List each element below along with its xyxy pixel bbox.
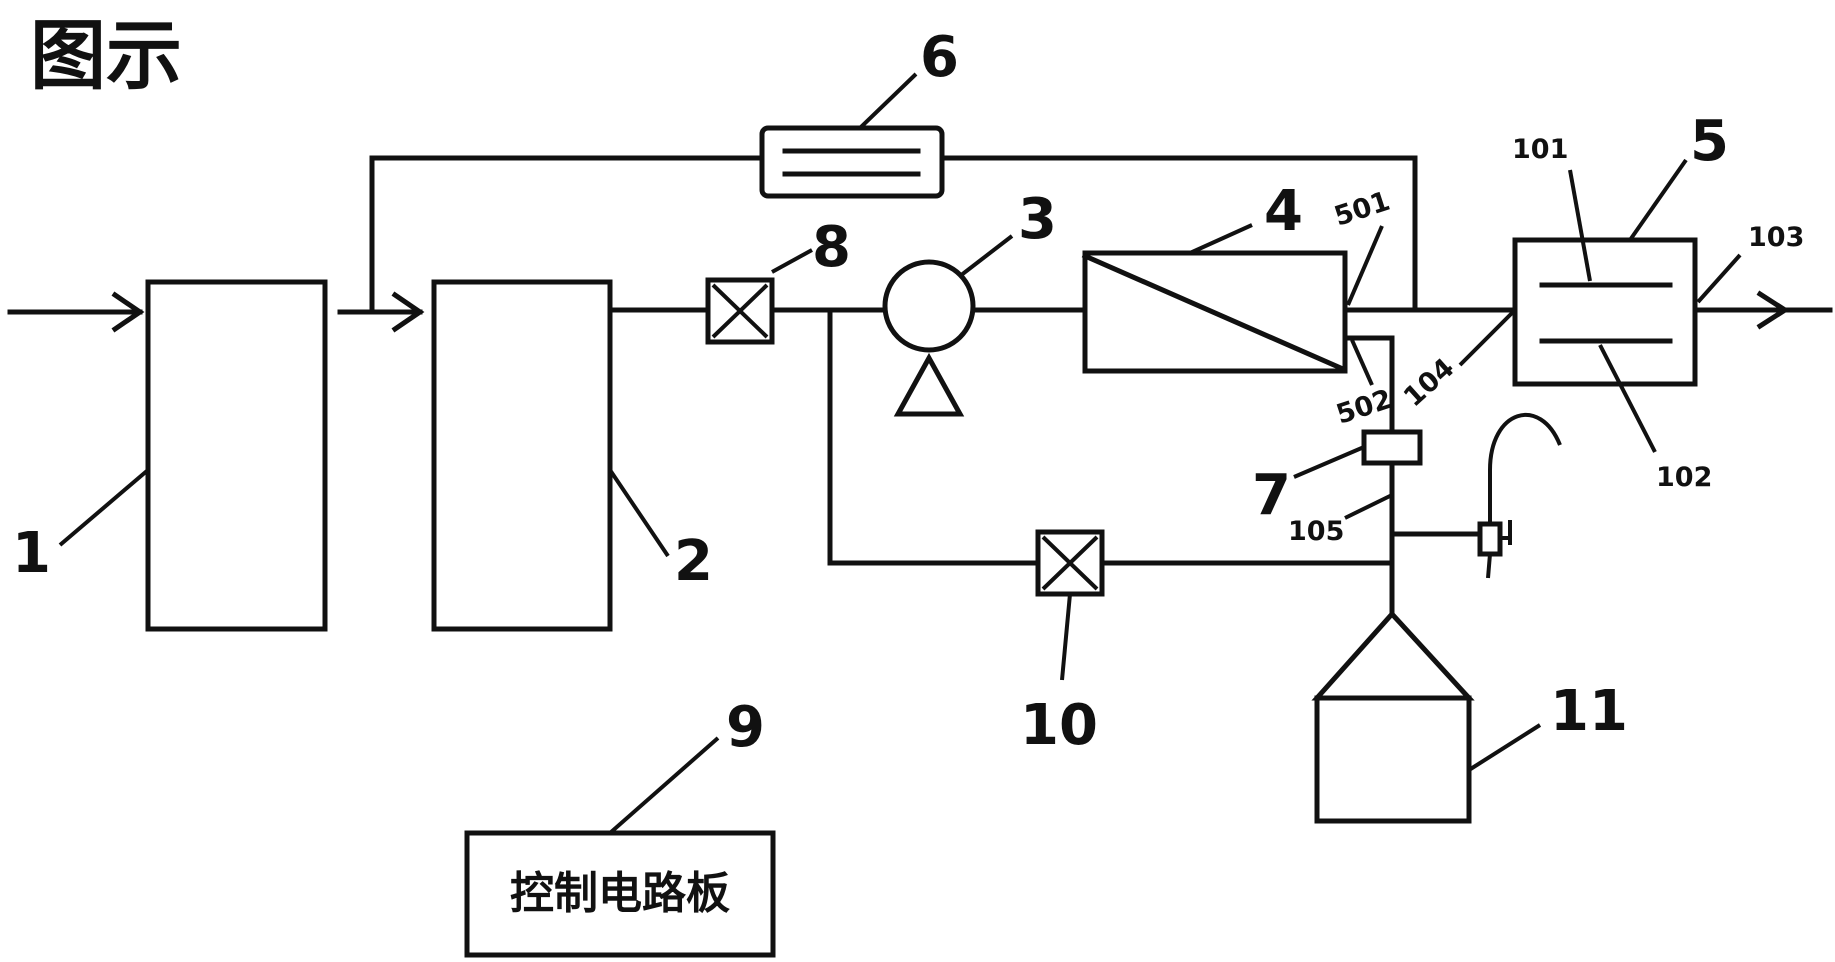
pump-3 <box>882 259 976 353</box>
faucet-outlet <box>1486 553 1492 579</box>
component-7 <box>1361 429 1423 466</box>
label-501: 501 <box>1331 186 1394 233</box>
label-103: 103 <box>1748 222 1804 253</box>
outlet-arrowhead <box>1756 290 1790 330</box>
label-5: 5 <box>1690 109 1729 174</box>
figure-title: 图示 <box>30 11 182 100</box>
leader-101 <box>1568 169 1592 282</box>
leader-8 <box>771 248 813 274</box>
filter-5 <box>1512 237 1698 387</box>
control-board-label: 控制电路板 <box>510 868 730 919</box>
leader-11 <box>1467 723 1542 772</box>
valve-8-cross-b <box>711 283 769 339</box>
label-2: 2 <box>674 529 713 594</box>
arrowhead-1-to-2 <box>391 291 425 333</box>
label-11: 11 <box>1550 679 1628 744</box>
label-104: 104 <box>1398 352 1461 413</box>
leader-502 <box>1350 339 1374 386</box>
component-6 <box>759 125 945 199</box>
label-10: 10 <box>1020 693 1098 758</box>
leader-1 <box>58 468 150 547</box>
label-1: 1 <box>12 521 51 586</box>
valve-10-cross-b <box>1041 535 1099 591</box>
concentrate-pipe-upper <box>1342 335 1395 435</box>
label-105: 105 <box>1288 516 1344 547</box>
filter-1 <box>145 279 328 632</box>
label-6: 6 <box>920 25 959 90</box>
leader-5 <box>1628 158 1688 242</box>
leader-9 <box>608 736 720 835</box>
faucet-body <box>1477 521 1503 557</box>
membrane-4-diagonal <box>1081 252 1347 373</box>
leader-6 <box>858 72 918 130</box>
leader-4 <box>1189 223 1253 255</box>
label-101: 101 <box>1512 134 1568 165</box>
label-3: 3 <box>1018 187 1057 252</box>
leader-10 <box>1060 593 1072 681</box>
label-9: 9 <box>726 695 765 760</box>
pump-3-base <box>893 352 965 417</box>
tank-11-top <box>1311 610 1475 701</box>
label-4: 4 <box>1264 179 1303 244</box>
inlet-arrowhead <box>111 291 145 333</box>
leader-7 <box>1293 445 1365 479</box>
label-7: 7 <box>1252 463 1291 528</box>
leader-501 <box>1346 225 1384 306</box>
leader-105 <box>1344 493 1393 520</box>
label-502: 502 <box>1333 384 1396 431</box>
control-board-9 <box>464 830 776 958</box>
leader-3 <box>958 234 1014 278</box>
bypass-pipe-right <box>939 155 1418 313</box>
tank-11 <box>1314 695 1472 824</box>
bypass-pipe-left <box>369 155 765 315</box>
pipe-network <box>7 155 1833 617</box>
faucet-spout <box>1488 413 1562 550</box>
faucet <box>1477 413 1562 579</box>
filter-2 <box>431 279 613 632</box>
return-pipe-left <box>827 307 1041 566</box>
label-8: 8 <box>812 215 851 280</box>
leader-2 <box>608 468 670 558</box>
leader-104 <box>1458 308 1517 367</box>
leader-103 <box>1696 253 1742 304</box>
label-102: 102 <box>1656 462 1712 493</box>
leader-102 <box>1598 344 1657 453</box>
leader-lines <box>58 72 1742 835</box>
